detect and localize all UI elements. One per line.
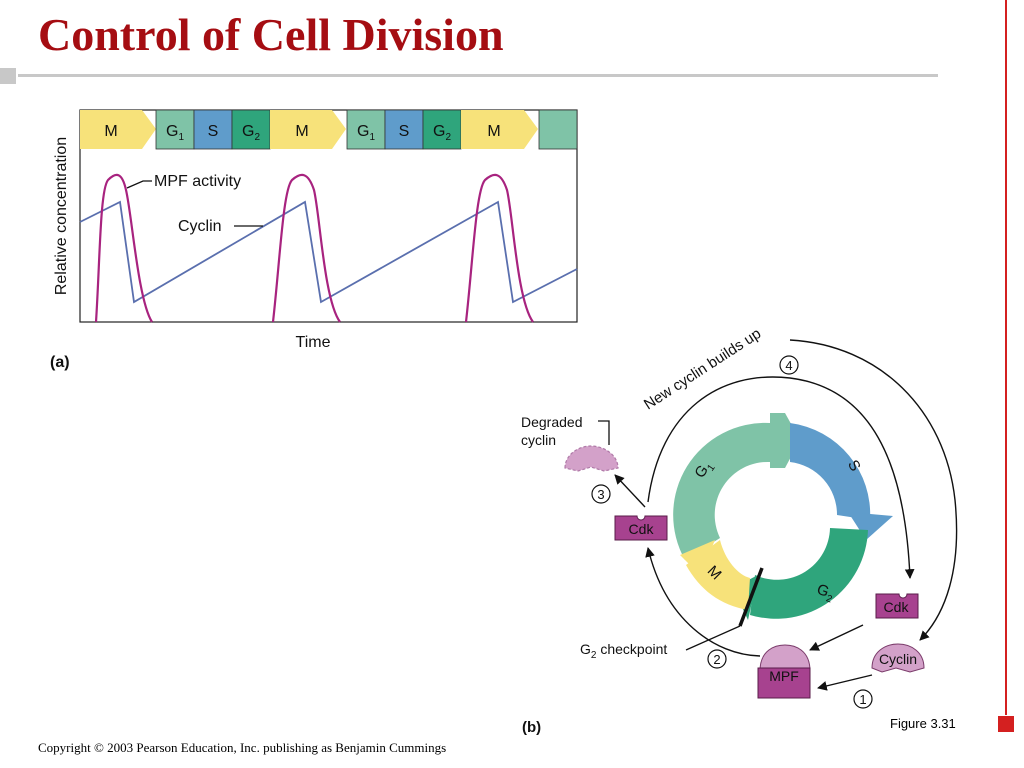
title-rule bbox=[18, 74, 938, 77]
cyclin-label-b: Cyclin bbox=[879, 651, 917, 667]
phase-g1-1 bbox=[155, 109, 195, 150]
ring-g1 bbox=[673, 422, 770, 560]
cyclin-label-a: Cyclin bbox=[178, 218, 222, 235]
mpf-leader-line bbox=[126, 180, 152, 189]
g2-checkpoint-label: G2 checkpoint bbox=[580, 641, 667, 661]
phase-g2-2 bbox=[422, 109, 462, 150]
mpf-label: MPF bbox=[769, 668, 799, 684]
ring-g2 bbox=[750, 528, 868, 619]
mpf-activity-label: MPF activity bbox=[154, 173, 241, 190]
phase-s-2 bbox=[384, 109, 424, 150]
figure-number: Figure 3.31 bbox=[890, 716, 956, 731]
step-3-circle bbox=[591, 484, 611, 504]
phase-g2-1 bbox=[231, 109, 271, 150]
degradation-arrow bbox=[614, 474, 646, 508]
step-1: 1 bbox=[853, 689, 873, 709]
mpf-cyclin-cap bbox=[759, 644, 811, 672]
cdk-label-left: Cdk bbox=[629, 521, 655, 537]
step-4-number: 4 bbox=[785, 358, 792, 373]
step-3: 3 bbox=[591, 484, 611, 504]
degraded-label-line1: Degraded bbox=[521, 414, 583, 430]
phase-label-g1-1: G1 bbox=[166, 123, 184, 143]
mpf-peak-2 bbox=[271, 173, 341, 323]
phase-m-1 bbox=[80, 110, 156, 149]
new-cyclin-label: New cyclin builds up bbox=[641, 325, 764, 413]
right-edge-line bbox=[1005, 0, 1007, 715]
cdk-return-arc bbox=[647, 376, 915, 579]
mpf-peak-1 bbox=[94, 173, 153, 323]
phase-label-m-2: M bbox=[295, 123, 308, 140]
corner-marker bbox=[998, 716, 1014, 732]
step-2-number: 2 bbox=[713, 652, 720, 667]
checkpoint-leader bbox=[685, 625, 741, 651]
step-4-circle bbox=[779, 355, 799, 375]
panel-a-label: (a) bbox=[50, 354, 70, 371]
phase-label-s-2: S bbox=[399, 123, 410, 140]
cdk-label-right: Cdk bbox=[884, 599, 910, 615]
step-1-circle bbox=[853, 689, 873, 709]
copyright-text: Copyright © 2003 Pearson Education, Inc.… bbox=[38, 740, 447, 755]
phase-label-g2-2: G2 bbox=[433, 123, 451, 143]
degraded-cyclin-shape bbox=[564, 445, 619, 472]
phase-m-3 bbox=[461, 110, 538, 149]
mpf-peak-3 bbox=[464, 173, 534, 323]
panel-a: M G1 S G2 M G1 S G2 M MPF activity Cycli… bbox=[50, 109, 578, 371]
cyclin-shape bbox=[871, 643, 925, 673]
ring-m-arrowhead bbox=[680, 540, 715, 575]
mpf-to-cdk-arc bbox=[645, 547, 761, 657]
new-cyclin-arc bbox=[789, 339, 958, 641]
mpf-complex bbox=[757, 667, 811, 699]
panel-b: G1 S G2 M Cdk Cdk MPF Cyclin bbox=[521, 325, 958, 736]
phase-label-m-1: M bbox=[104, 123, 117, 140]
phase-m-2 bbox=[270, 110, 346, 149]
ring-label-g2: G2 bbox=[814, 581, 837, 606]
step-2-circle bbox=[707, 649, 727, 669]
phase-bar: M G1 S G2 M G1 S G2 M bbox=[80, 109, 578, 150]
phase-s-1 bbox=[193, 109, 233, 150]
cyclin-to-mpf-arrow bbox=[817, 674, 873, 691]
step-1-number: 1 bbox=[859, 692, 866, 707]
phase-label-g2-1: G2 bbox=[242, 123, 260, 143]
cdk-box-right bbox=[875, 593, 919, 619]
phase-label-g1-2: G1 bbox=[357, 123, 375, 143]
step-2: 2 bbox=[707, 649, 727, 669]
panel-b-label: (b) bbox=[522, 719, 541, 736]
step-3-number: 3 bbox=[597, 487, 604, 502]
slide-title: Control of Cell Division bbox=[38, 9, 504, 60]
y-axis-label: Relative concentration bbox=[53, 137, 70, 295]
degraded-label-line2: cyclin bbox=[521, 432, 556, 448]
ring-s bbox=[790, 423, 871, 520]
step-4: 4 bbox=[779, 355, 799, 375]
title-rule-marker bbox=[0, 68, 16, 84]
cyclin-curve bbox=[79, 200, 578, 304]
mpf-activity-curve bbox=[94, 173, 534, 323]
phase-label-s-1: S bbox=[208, 123, 219, 140]
ring-s-arrowhead bbox=[848, 512, 893, 540]
x-axis-label: Time bbox=[296, 334, 331, 351]
phase-label-m-3: M bbox=[487, 123, 500, 140]
cdk-to-mpf-arrow bbox=[809, 624, 864, 651]
degraded-leader bbox=[598, 420, 610, 445]
g2-checkpoint-bar bbox=[738, 567, 764, 627]
phase-g1-2 bbox=[346, 109, 386, 150]
phase-next bbox=[538, 109, 578, 150]
cdk-box-left bbox=[614, 515, 668, 541]
